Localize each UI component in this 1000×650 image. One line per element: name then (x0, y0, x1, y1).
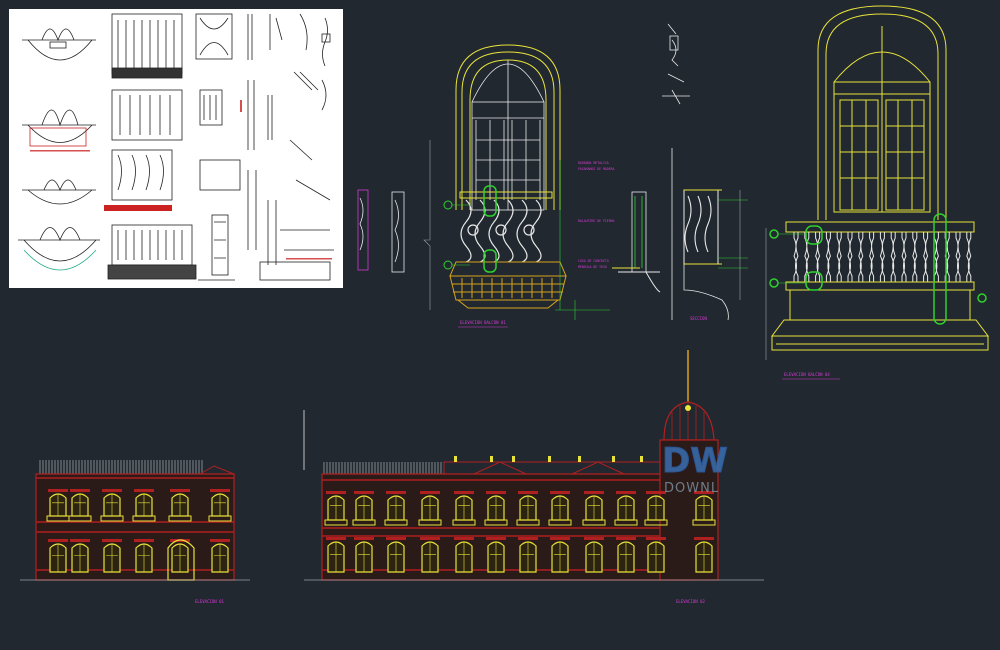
window (518, 537, 538, 573)
note-baluster: BALAUSTRE DE FIERRO (578, 219, 615, 223)
window (168, 489, 192, 522)
watermark-logo: DW (662, 441, 728, 481)
window (452, 491, 476, 526)
baluster (825, 232, 831, 282)
window (48, 539, 68, 573)
window (484, 491, 508, 526)
window (68, 489, 92, 522)
watermark-text: DOWNL (664, 481, 719, 496)
window (486, 537, 506, 573)
facade-left: ELEVACION 01 (20, 410, 305, 604)
facade-right: DW DOWNL ELEVACION 02 (304, 350, 764, 604)
window (550, 537, 570, 573)
plan-detail-1 (22, 28, 96, 61)
window (584, 537, 604, 573)
baluster (966, 232, 972, 282)
baluster (858, 232, 864, 282)
baluster (912, 232, 918, 282)
plan-detail-3 (22, 179, 96, 205)
note-railing: BARANDA METALICA (578, 161, 609, 165)
window (354, 537, 374, 573)
window (420, 537, 440, 573)
watermark: DW DOWNL (662, 441, 729, 497)
window (324, 491, 348, 526)
window (70, 539, 90, 573)
baluster (847, 232, 853, 282)
window (100, 489, 124, 522)
window (208, 489, 232, 522)
window (134, 539, 154, 573)
balcony-01-elevation: BARANDA METALICA PASAMANOS DE MADERA BAL… (423, 44, 615, 328)
mini-railing-section (612, 191, 661, 293)
window (692, 491, 716, 526)
window (548, 491, 572, 526)
baluster (869, 232, 875, 282)
window-grid (46, 489, 232, 573)
roof-hatch (39, 460, 203, 474)
mini-railing-elevation (671, 148, 748, 321)
window (646, 537, 666, 573)
baluster (955, 232, 961, 282)
window (326, 537, 346, 573)
note-slab: LOSA DE CONCRETO (578, 259, 609, 263)
window (454, 537, 474, 573)
facade-left-title: ELEVACION 01 (195, 599, 224, 604)
window (582, 491, 606, 526)
baluster (793, 232, 799, 282)
window (644, 491, 668, 526)
window (102, 539, 122, 573)
window (386, 537, 406, 573)
window (694, 537, 714, 573)
window (616, 537, 636, 573)
baluster (923, 232, 929, 282)
note-corbel: MENSULA DE YESO (578, 265, 607, 269)
facade-right-title: ELEVACION 02 (676, 599, 705, 604)
balcony-04-elevation: ELEVACION BALCON 04 (765, 5, 989, 380)
section-title: SECCION (690, 316, 707, 321)
window (418, 491, 442, 526)
plan-detail-2 (22, 109, 96, 147)
window (614, 491, 638, 526)
window (210, 539, 230, 573)
window (384, 491, 408, 526)
balcony-04-title: ELEVACION BALCON 04 (784, 372, 830, 377)
window (132, 489, 156, 522)
baluster (890, 232, 896, 282)
window (46, 489, 70, 522)
window (516, 491, 540, 526)
balcony-01-title: ELEVACION BALCON 01 (460, 320, 506, 325)
baluster (879, 232, 885, 282)
note-handrail: PASAMANOS DE MADERA (578, 167, 615, 171)
baluster (836, 232, 842, 282)
roof-hatch (323, 462, 445, 474)
window (352, 491, 376, 526)
window-grid (324, 491, 716, 573)
column-profiles (357, 189, 405, 273)
section-details: SECCION (612, 23, 748, 321)
plan-detail-4 (18, 227, 100, 271)
details-sheet (9, 9, 343, 288)
baluster (901, 232, 907, 282)
